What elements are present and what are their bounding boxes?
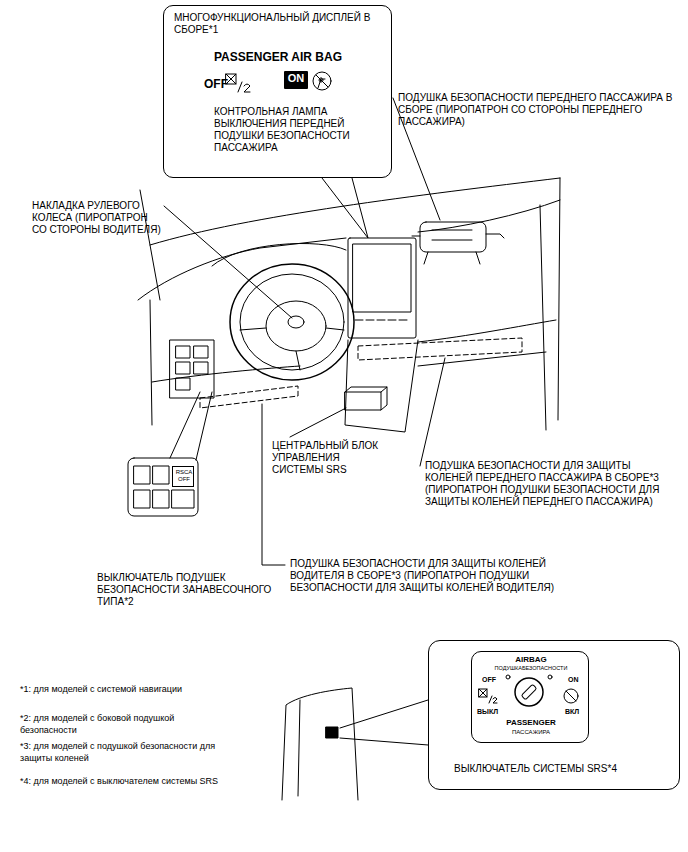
switch-panel [170, 340, 214, 398]
lower-dash [418, 320, 556, 366]
node-text: ВКЛ [565, 708, 579, 716]
glovebox-area [282, 688, 358, 800]
center-console [345, 340, 418, 432]
node-text: ВЫКЛ [477, 708, 498, 716]
emblem [288, 316, 304, 328]
part-name: НАКЛАДКА РУЛЕВОГО КОЛЕСА (ПИРОПАТРОН СО … [32, 200, 162, 236]
position-mark [548, 675, 552, 679]
switch-face: AIRBAGПОДУШКАБЕЗОПАСНОСТИ OFF ON ВЫКЛ ВКЛ PAS… [471, 651, 589, 743]
part-name: ПОДУШКА БЕЗОПАСНОСТИ ДЛЯ ЗАЩИТЫ КОЛЕНЕЙ … [290, 558, 560, 594]
node-text: ВЫКЛЮЧАТЕЛЬ СИСТЕМЫ SRS*4 [454, 763, 674, 775]
part-name: ПОДУШКА БЕЗОПАСНОСТИ ДЛЯ ЗАЩИТЫ КОЛЕНЕЙ … [425, 460, 680, 508]
key-slot [521, 684, 537, 700]
node-text: PASSENGER [472, 718, 590, 728]
switch-grid [134, 466, 194, 508]
inset-box: AIRBAGПОДУШКАБЕЗОПАСНОСТИ OFF ON ВЫКЛ ВКЛ PAS… [428, 640, 680, 790]
airbag-off-icon [479, 689, 497, 703]
part-name: ПОДУШКА БЕЗОПАСНОСТИ ПЕРЕДНЕГО ПАССАЖИРА… [398, 92, 680, 128]
leader-line [290, 408, 346, 437]
switch-button: RSCA OFF [172, 466, 194, 487]
inset-pointer [170, 392, 212, 460]
node-text: AIRBAG [472, 655, 590, 665]
display-buttons [355, 320, 407, 321]
key-knob [515, 678, 543, 706]
passenger-airbag [420, 222, 486, 252]
part-name: ВЫКЛЮЧАТЕЛЬ ПОДУШЕК БЕЗОПАСНОСТИ ЗАНАВЕС… [97, 572, 277, 608]
steering-pad [266, 301, 326, 351]
node-text: ПОДУШКАБЕЗОПАСНОСТИ [472, 665, 590, 672]
airbag-on-icon [564, 689, 578, 703]
cluster-hood [212, 243, 346, 266]
footnote: *2: для моделей с боковой подушкой безоп… [20, 712, 220, 736]
wheel-spokes [240, 328, 344, 370]
dash-top [418, 200, 560, 232]
steering-wheel-rim [240, 274, 344, 370]
footnote: *4: для моделей с выключателем системы S… [20, 775, 235, 787]
node-text: ПАССАЖИРА [472, 729, 590, 736]
dash-top [138, 238, 346, 300]
srs-switch-location [326, 727, 338, 738]
airbag-bracket [412, 234, 504, 264]
node-text: ON [284, 72, 308, 85]
callout-box: ON МНОГОФУНКЦИОНАЛЬНЫЙ ДИСПЛЕЙ В СБОРЕ*1P… [163, 5, 392, 178]
lower-dash [150, 300, 300, 425]
leader-line [420, 358, 445, 466]
airbag-detail [432, 230, 472, 240]
airbag-on-icon [313, 72, 331, 90]
footnote: *3: для моделей с подушкой безопасности … [20, 740, 235, 764]
glovebox-area [298, 700, 300, 796]
door-edge [540, 178, 560, 430]
position-mark [506, 675, 510, 679]
node-text: OFF [482, 676, 496, 684]
node-text: МНОГОФУНКЦИОНАЛЬНЫЙ ДИСПЛЕЙ В СБОРЕ*1 [174, 12, 386, 36]
display [348, 238, 416, 338]
switch-grid [176, 346, 208, 390]
part-name: ЦЕНТРАЛЬНЫЙ БЛОК УПРАВЛЕНИЯ СИСТЕМЫ SRS [272, 440, 384, 476]
node-text: RSCA OFF [173, 469, 195, 483]
airbag-off-icon [226, 74, 250, 92]
switch-inset [128, 458, 198, 516]
node-text: ON [568, 676, 579, 684]
display-screen [353, 244, 411, 312]
srs-ecu-edge [345, 387, 387, 410]
node-text: КОНТРОЛЬНАЯ ЛАМПА ВЫКЛЮЧЕНИЯ ПЕРЕДНЕЙ ПО… [214, 106, 379, 154]
node-text: OFF [204, 77, 228, 91]
node-text: PASSENGER AIR BAG [214, 50, 384, 64]
footnote: *1: для моделей с системой навигации [20, 683, 235, 695]
windshield-edge [150, 178, 560, 245]
srs-ecu [345, 392, 381, 410]
leader-line [164, 206, 292, 318]
steering-wheel [230, 264, 354, 380]
driver-knee-airbag [200, 386, 298, 408]
indicator-box: ON [284, 71, 308, 89]
inset-pointer [340, 700, 428, 745]
leader-line [262, 404, 285, 565]
passenger-knee-airbag [358, 338, 522, 360]
